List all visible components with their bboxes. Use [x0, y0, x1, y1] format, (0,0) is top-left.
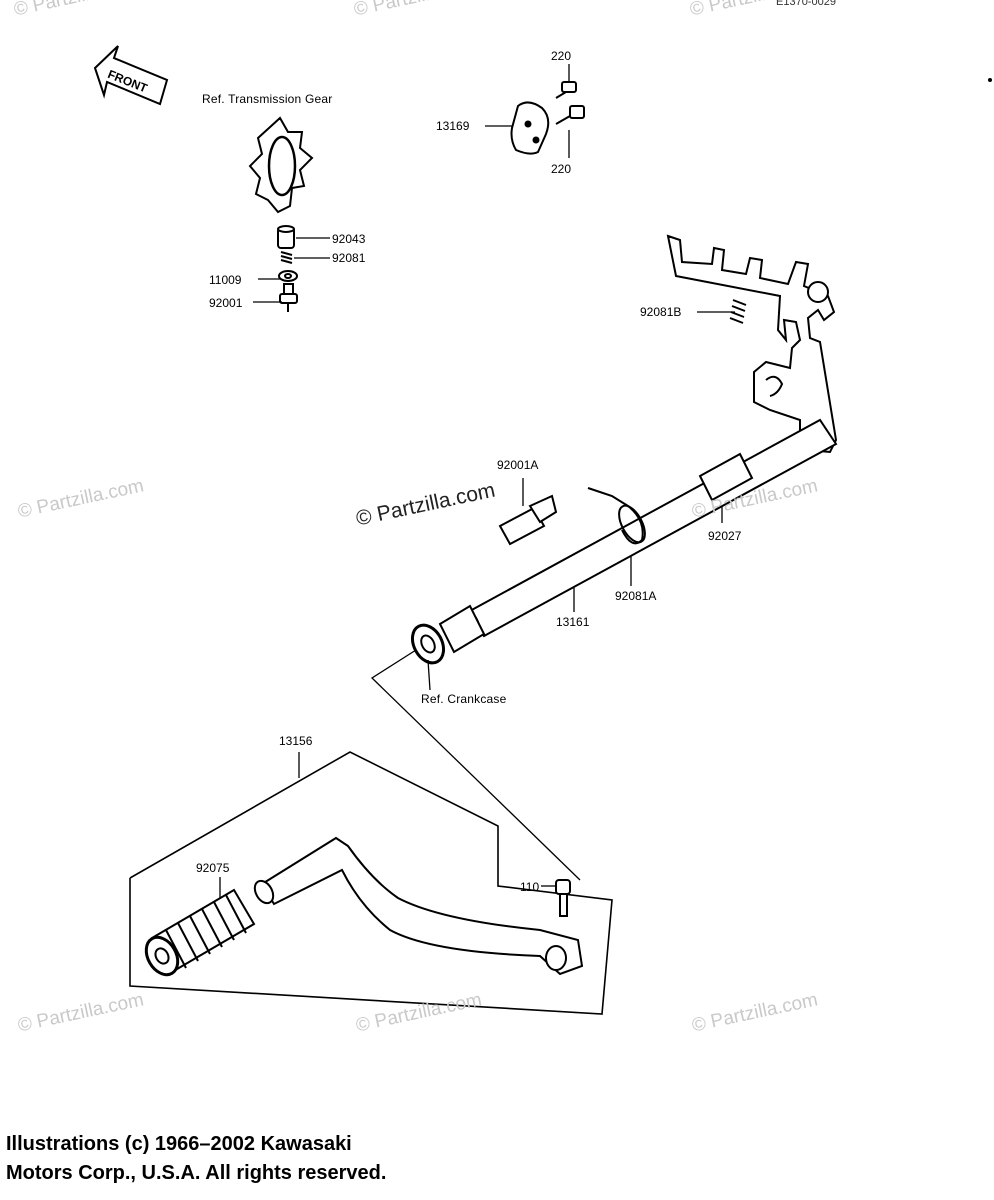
ref-crankcase: Ref. Crankcase — [421, 692, 507, 706]
part-label-13161: 13161 — [556, 615, 590, 629]
ref-transmission-gear: Ref. Transmission Gear — [202, 92, 333, 106]
part-label-92081: 92081 — [332, 251, 366, 265]
shift-shaft-icon — [410, 418, 838, 665]
spring-icon — [280, 251, 293, 264]
plate-13169-icon — [510, 101, 550, 155]
pedal-bolt-icon — [555, 879, 571, 917]
washer-icon — [278, 270, 298, 282]
part-label-92001A: 92001A — [497, 458, 539, 472]
part-label-220: 220 — [551, 162, 572, 176]
part-label-110: 110 — [520, 880, 540, 894]
part-label-92027: 92027 — [708, 529, 742, 543]
part-label-13169: 13169 — [436, 119, 470, 133]
part-92043-icon — [277, 225, 295, 249]
pedal-assembly-frame — [129, 751, 613, 1015]
part-label-11009: 11009 — [209, 273, 242, 287]
pedal-rubber-icon — [144, 888, 256, 977]
part-label-92001: 92001 — [209, 296, 243, 310]
stud-bolt-icon — [498, 494, 558, 546]
part-label-92081A: 92081A — [615, 589, 657, 603]
part-label-13156: 13156 — [279, 734, 313, 748]
front-arrow-icon — [93, 45, 169, 106]
copyright-footer: Illustrations (c) 1966–2002 Kawasaki Mot… — [6, 1130, 386, 1188]
part-label-92075: 92075 — [196, 861, 230, 875]
part-label-92081B: 92081B — [640, 305, 682, 319]
spring-92081B-icon — [729, 299, 747, 324]
bolt-icon — [279, 283, 298, 312]
mark-dot — [988, 78, 992, 82]
copyright-line-2: Motors Corp., U.S.A. All rights reserved… — [6, 1162, 387, 1184]
shift-pedal-icon — [253, 836, 584, 976]
shift-drum-bracket-icon — [666, 234, 838, 454]
part-label-92043: 92043 — [332, 232, 366, 246]
copyright-line-1: Illustrations (c) 1966–2002 Kawasaki — [6, 1133, 352, 1155]
part-label-220: 220 — [551, 49, 572, 63]
transmission-gear-icon — [248, 116, 314, 214]
diagram-code: E1370-0029 — [776, 0, 836, 8]
crankcase-ref-lines — [370, 649, 581, 881]
circlip-icon — [587, 487, 646, 545]
screw-icon — [555, 81, 585, 125]
